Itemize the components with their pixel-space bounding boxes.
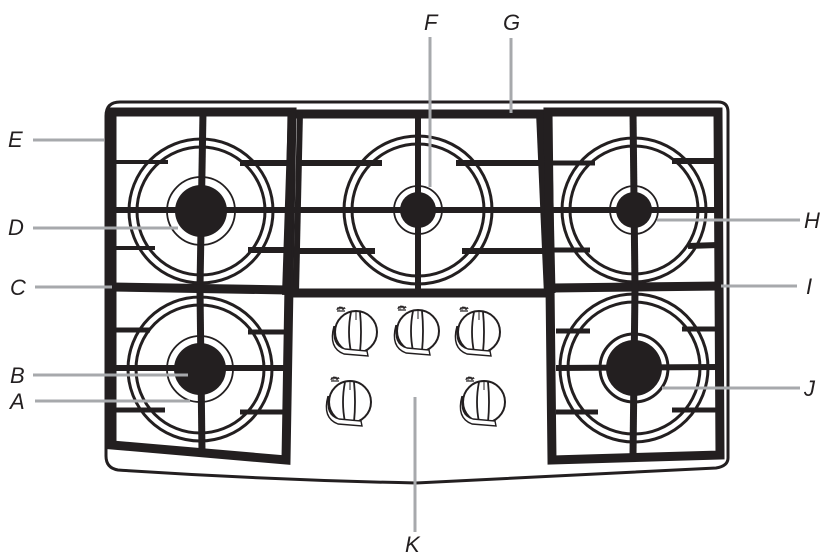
burner-left-rear: [127, 137, 275, 285]
leader-lines: [33, 37, 800, 532]
label-I: I: [806, 274, 812, 299]
callout-labels: E D C B A F G H I J K: [8, 10, 820, 556]
burner-center-rear: [342, 134, 494, 286]
label-D: D: [8, 215, 24, 240]
label-E: E: [8, 127, 23, 152]
label-A: A: [8, 389, 25, 414]
label-B: B: [10, 363, 25, 388]
burner-left-front: [126, 295, 274, 443]
label-G: G: [503, 10, 520, 35]
label-K: K: [405, 532, 421, 556]
grate-right: [543, 107, 725, 465]
label-F: F: [424, 10, 439, 35]
label-C: C: [10, 275, 26, 300]
burner-right-front: [558, 292, 710, 444]
burner-right-rear: [560, 136, 708, 284]
label-J: J: [803, 376, 816, 401]
label-H: H: [804, 208, 820, 233]
